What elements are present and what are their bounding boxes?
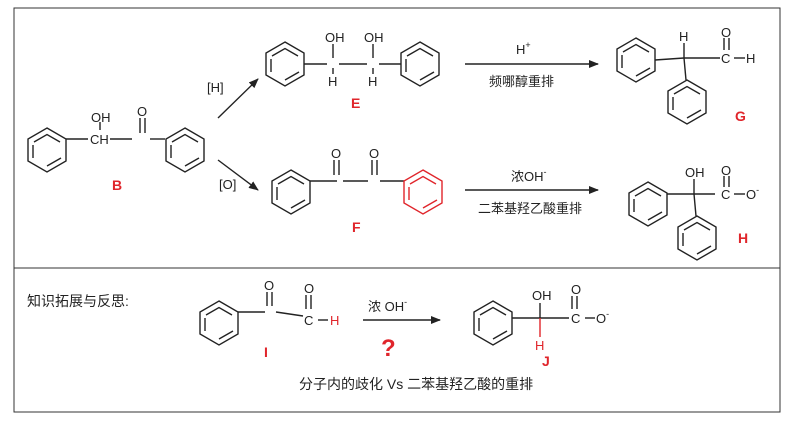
step2-name: 二苯基羟乙酸重排 [478, 201, 582, 216]
I-label: I [264, 344, 268, 360]
B-oh-label: OH [91, 110, 111, 125]
molecule-I [199, 292, 328, 346]
J-o-minus-label: O- [596, 309, 609, 326]
I-h-label: H [330, 313, 339, 328]
reagent-H-label: [H] [207, 80, 224, 95]
J-h-label: H [535, 338, 544, 353]
G-c-label: C [721, 51, 730, 66]
B-label: B [112, 177, 122, 193]
molecule-F [271, 160, 404, 215]
E-h2-label: H [368, 74, 377, 89]
step1-name: 频哪醇重排 [489, 74, 554, 89]
G-h-right-label: H [746, 51, 755, 66]
bottom-caption: 分子内的歧化 Vs 二苯基羟乙酸的重排 [299, 376, 533, 392]
I-c-label: C [304, 313, 313, 328]
E-h1-label: H [328, 74, 337, 89]
B-ch-label: CH [90, 132, 109, 147]
step1-reagent: H+ [516, 40, 531, 57]
F-o2-label: O [369, 146, 379, 161]
B-o-label: O [137, 104, 147, 119]
E-label: E [351, 95, 360, 111]
H-label: H [738, 230, 748, 246]
molecule-B [27, 118, 205, 173]
molecule-F-red-ring [403, 169, 443, 215]
H-o-minus-label: O- [746, 185, 759, 202]
I-o2-label: O [304, 281, 314, 296]
step2-reagent: 浓OH- [511, 167, 547, 184]
F-o1-label: O [331, 146, 341, 161]
arrow-to-E [217, 78, 259, 119]
G-o-label: O [721, 25, 731, 40]
bottom-title: 知识拓展与反思: [27, 293, 129, 309]
G-label: G [735, 108, 746, 124]
molecule-E [265, 41, 440, 87]
question-mark: ? [381, 335, 396, 362]
molecule-J [473, 296, 595, 346]
J-label: J [542, 353, 550, 369]
H-o-label: O [721, 163, 731, 178]
F-label: F [352, 219, 361, 235]
outer-frame [13, 7, 781, 413]
bottom-reagent: 浓 OH- [368, 297, 407, 314]
J-c-label: C [571, 311, 580, 326]
H-oh-label: OH [685, 165, 705, 180]
J-o-label: O [571, 282, 581, 297]
E-oh1-label: OH [325, 30, 345, 45]
J-oh-label: OH [532, 288, 552, 303]
molecule-H [628, 176, 745, 261]
H-c-label: C [721, 187, 730, 202]
G-h-top-label: H [679, 29, 688, 44]
reagent-O-label: [O] [219, 177, 236, 192]
molecule-G [616, 37, 745, 125]
E-oh2-label: OH [364, 30, 384, 45]
arrow-to-F [217, 159, 259, 191]
I-o1-label: O [264, 278, 274, 293]
